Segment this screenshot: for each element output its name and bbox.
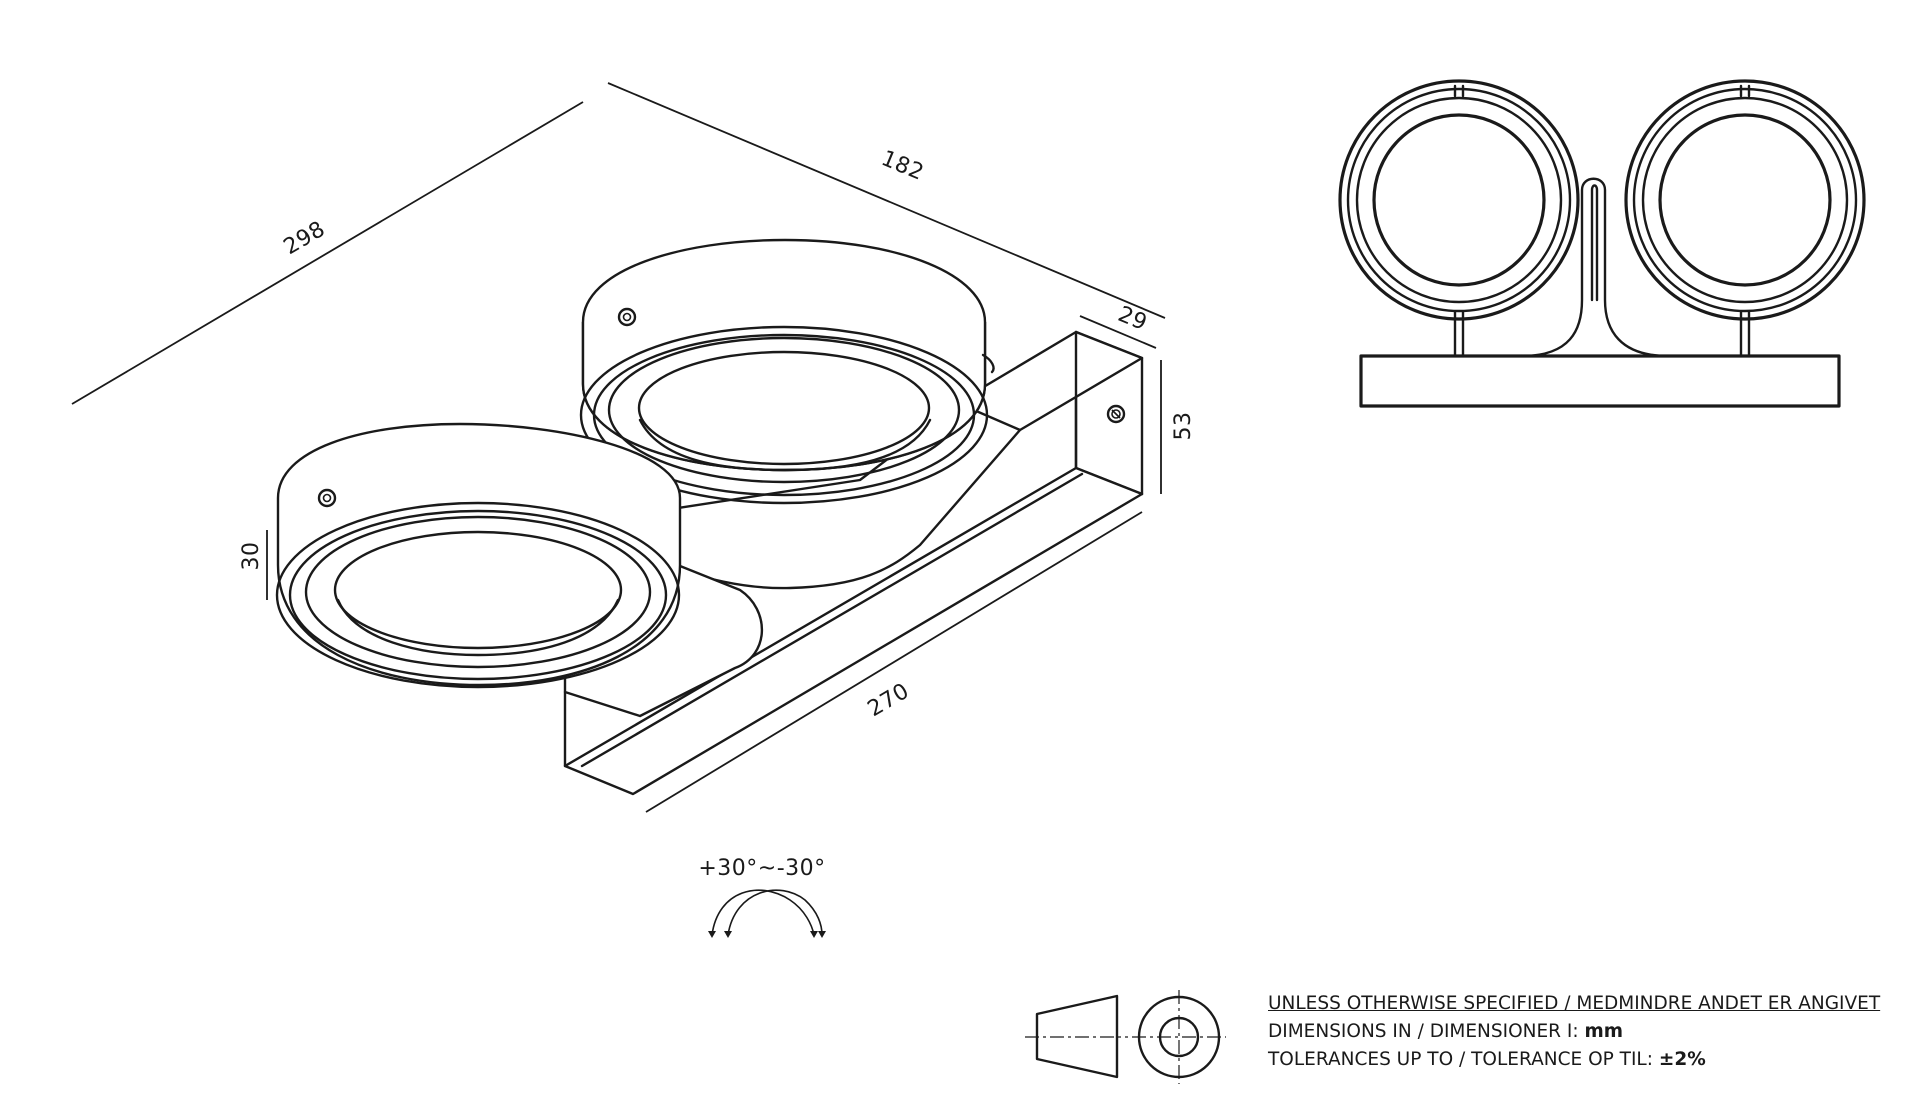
note-dimensions: DIMENSIONS IN / DIMENSIONER I: mm [1268, 1021, 1624, 1042]
front-lamp-head [275, 422, 682, 689]
dim-182-label: 182 [878, 146, 928, 186]
dim-29-label: 29 [1114, 302, 1150, 336]
front-view-arm [1520, 177, 1670, 358]
general-notes: UNLESS OTHERWISE SPECIFIED / MEDMINDRE A… [1268, 990, 1880, 1074]
dim-270-label: 270 [864, 679, 914, 723]
dim-53-label: 53 [1171, 412, 1196, 441]
back-lamp-head [579, 238, 995, 505]
note-unless-specified: UNLESS OTHERWISE SPECIFIED / MEDMINDRE A… [1268, 993, 1881, 1014]
front-view-left-ring [1338, 79, 1580, 321]
arm-lower-blade [563, 564, 764, 718]
rotation-arc-right [727, 889, 823, 936]
note-tolerance-value: ±2% [1658, 1049, 1706, 1070]
plate-screw-icon [1106, 404, 1126, 424]
isometric-view: 298 182 29 53 30 270 [71, 82, 1196, 813]
note-tolerances: TOLERANCES UP TO / TOLERANCE OP TIL: ±2% [1268, 1049, 1706, 1070]
arrow-head-icon [818, 931, 826, 938]
rotation-indicator: +30°~-30° [698, 856, 826, 938]
arrow-head-icon [708, 931, 716, 938]
arrow-head-icon [724, 931, 732, 938]
projection-symbol-icon [1025, 990, 1226, 1084]
back-head-screw-icon [617, 307, 637, 327]
front-view [1338, 79, 1866, 408]
arrow-head-icon [810, 931, 818, 938]
rotation-label: +30°~-30° [698, 856, 825, 881]
dim-298-label: 298 [280, 217, 330, 261]
front-head-screw-icon [317, 488, 337, 508]
dimension-lines [71, 82, 1166, 813]
note-dimensions-unit: mm [1584, 1021, 1624, 1042]
dim-30-label: 30 [239, 542, 264, 571]
front-view-base [1359, 354, 1841, 408]
rotation-arc-left [711, 889, 815, 936]
front-view-right-ring [1624, 79, 1866, 321]
